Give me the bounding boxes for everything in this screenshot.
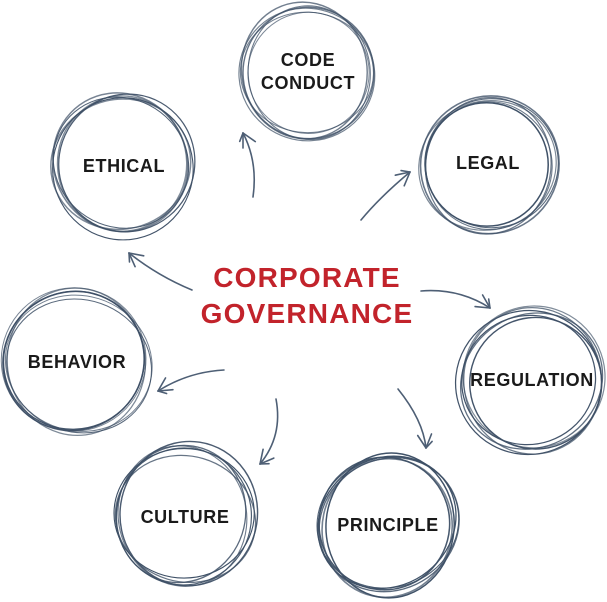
scribble-stroke — [247, 5, 371, 141]
arrowhead-barb — [425, 440, 433, 449]
arrow-shaft — [128, 252, 193, 291]
node-circle-legal — [418, 95, 560, 235]
node-circle-principle — [316, 452, 460, 599]
arrowhead-barb — [128, 252, 145, 257]
arrowhead-barb — [474, 305, 491, 309]
arrow-legal-to-regulation — [420, 289, 491, 309]
node-label-regulation: REGULATION — [470, 370, 594, 390]
scribble-stroke — [459, 312, 604, 450]
scribble-stroke — [318, 456, 460, 593]
arrowhead-barb — [157, 388, 174, 392]
arrowhead-barb — [259, 457, 275, 465]
scribble-stroke — [113, 448, 255, 579]
arrow-culture-to-behavior — [157, 369, 225, 395]
arrow-shaft — [420, 289, 491, 309]
node-label-legal: LEGAL — [456, 153, 520, 173]
arrow-code-conduct-to-legal — [360, 169, 411, 221]
arrowhead-barb — [128, 252, 136, 268]
node-circle-culture — [113, 440, 259, 587]
scribble-stroke — [239, 11, 374, 134]
arrow-shaft — [259, 398, 279, 465]
scribble-stroke — [419, 95, 560, 235]
arrow-behavior-to-ethical — [128, 252, 193, 291]
arrowhead-barb — [400, 169, 411, 173]
scribble-stroke — [2, 290, 145, 432]
arrow-shaft — [397, 388, 427, 449]
arrowhead-barb — [487, 298, 491, 309]
arrow-shaft — [360, 171, 411, 221]
arrowhead-barb — [157, 390, 168, 395]
scribble-stroke — [56, 95, 188, 232]
arrowhead-barb — [394, 171, 411, 176]
arrowhead-barb — [416, 434, 427, 449]
scribble-stroke — [117, 445, 248, 587]
arrowhead-barb — [128, 252, 131, 263]
arrowhead-barb — [403, 171, 411, 187]
arrow-regulation-to-principle — [397, 388, 433, 449]
node-circle-ethical — [50, 92, 196, 241]
arrowhead-barb — [238, 132, 244, 143]
scribble-stroke — [424, 102, 549, 227]
scribble-stroke — [454, 309, 603, 456]
scribble-stroke — [52, 97, 194, 241]
scribble-stroke — [50, 98, 192, 231]
node-circle-regulation — [454, 305, 606, 456]
arrowhead-barb — [242, 132, 257, 143]
arrow-ethical-to-code-conduct — [238, 132, 257, 198]
arrow-principle-to-culture — [259, 398, 279, 465]
node-label-code-conduct: CODE CONDUCT — [260, 50, 356, 93]
arrowhead-barb — [157, 377, 167, 392]
node-label-behavior: BEHAVIOR — [27, 352, 127, 372]
scribble-stroke — [240, 1, 368, 140]
arrow-shaft — [242, 132, 256, 198]
node-circle-code-conduct — [238, 1, 376, 142]
diagram-title: CORPORATE GOVERNANCE — [200, 262, 414, 329]
scribble-stroke — [6, 298, 153, 434]
arrowhead-barb — [259, 448, 264, 465]
scribble-stroke — [114, 454, 257, 584]
node-label-culture: CULTURE — [140, 507, 230, 527]
node-label-principle: PRINCIPLE — [337, 515, 439, 535]
node-label-ethical: ETHICAL — [82, 156, 166, 176]
arrowhead-barb — [481, 294, 491, 309]
node-circle-behavior — [0, 287, 153, 437]
arrow-shaft — [157, 369, 225, 392]
arrowhead-barb — [425, 433, 433, 449]
